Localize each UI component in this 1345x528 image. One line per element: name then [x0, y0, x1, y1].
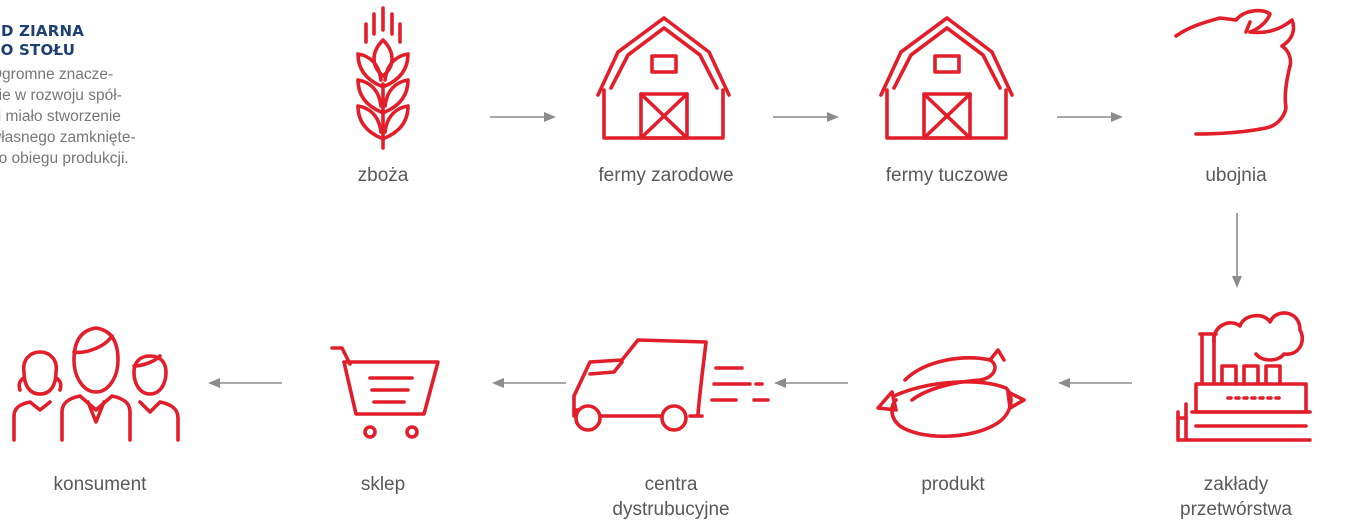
- intro-title: OD ZIARNA DO STOŁU: [0, 22, 188, 60]
- intro-text-line-1: Ogromne znacze-: [0, 66, 114, 83]
- factory-icon: [1176, 311, 1312, 442]
- arrow-fattening-to-slaughterhouse: [1057, 112, 1123, 122]
- step-label-store: sklep: [360, 474, 406, 495]
- shopping-cart-icon: [330, 346, 440, 439]
- intro-text-line-3: ki miało stworzenie: [0, 108, 121, 125]
- step-label-distribution-line-1: centra: [644, 474, 698, 495]
- step-label-grain: zboża: [357, 165, 409, 186]
- step-label-consumer: konsument: [53, 474, 147, 495]
- step-label-fattening-farms: fermy tuczowe: [885, 165, 1009, 186]
- consumers-icon: [12, 326, 180, 442]
- pig-head-icon: [1174, 8, 1296, 136]
- intro-text-line-2: nie w rozwoju spół-: [0, 87, 122, 104]
- step-label-distribution-line-2: dystrubucyjne: [612, 499, 730, 520]
- arrow-slaughterhouse-to-processing: [1232, 213, 1242, 288]
- delivery-truck-icon: [572, 338, 770, 432]
- arrow-distribution-to-store: [492, 378, 566, 388]
- intro-text-line-5: go obiegu produkcji.: [0, 150, 129, 167]
- step-label-processing-line-1: zakłady: [1203, 474, 1269, 495]
- intro-text-line-4: własnego zamknięte-: [0, 129, 136, 146]
- intro-title-line-2: DO STOŁU: [0, 41, 76, 59]
- step-label-slaughterhouse: ubojnia: [1205, 165, 1267, 186]
- step-label-breeding-farms: fermy zarodowe: [598, 165, 734, 186]
- step-label-processing: zakłady przetwórstwa: [1126, 472, 1345, 522]
- arrow-grain-to-breeding: [490, 112, 556, 122]
- arrow-store-to-consumer: [208, 378, 282, 388]
- wheat-icon: [356, 6, 410, 150]
- step-label-processing-line-2: przetwórstwa: [1180, 499, 1292, 520]
- arrow-breeding-to-fattening: [773, 112, 839, 122]
- arrow-product-to-distribution: [774, 378, 848, 388]
- arrow-processing-to-product: [1058, 378, 1132, 388]
- intro-title-line-1: OD ZIARNA: [0, 22, 85, 40]
- barn-icon-breeding: [596, 16, 731, 140]
- step-label-product: produkt: [921, 474, 985, 495]
- intro-description: Ogromne znacze- nie w rozwoju spół- ki m…: [0, 64, 208, 169]
- sausage-icon: [876, 348, 1026, 439]
- barn-icon-fattening: [879, 16, 1014, 140]
- step-label-distribution: centra dystrubucyjne: [561, 472, 781, 522]
